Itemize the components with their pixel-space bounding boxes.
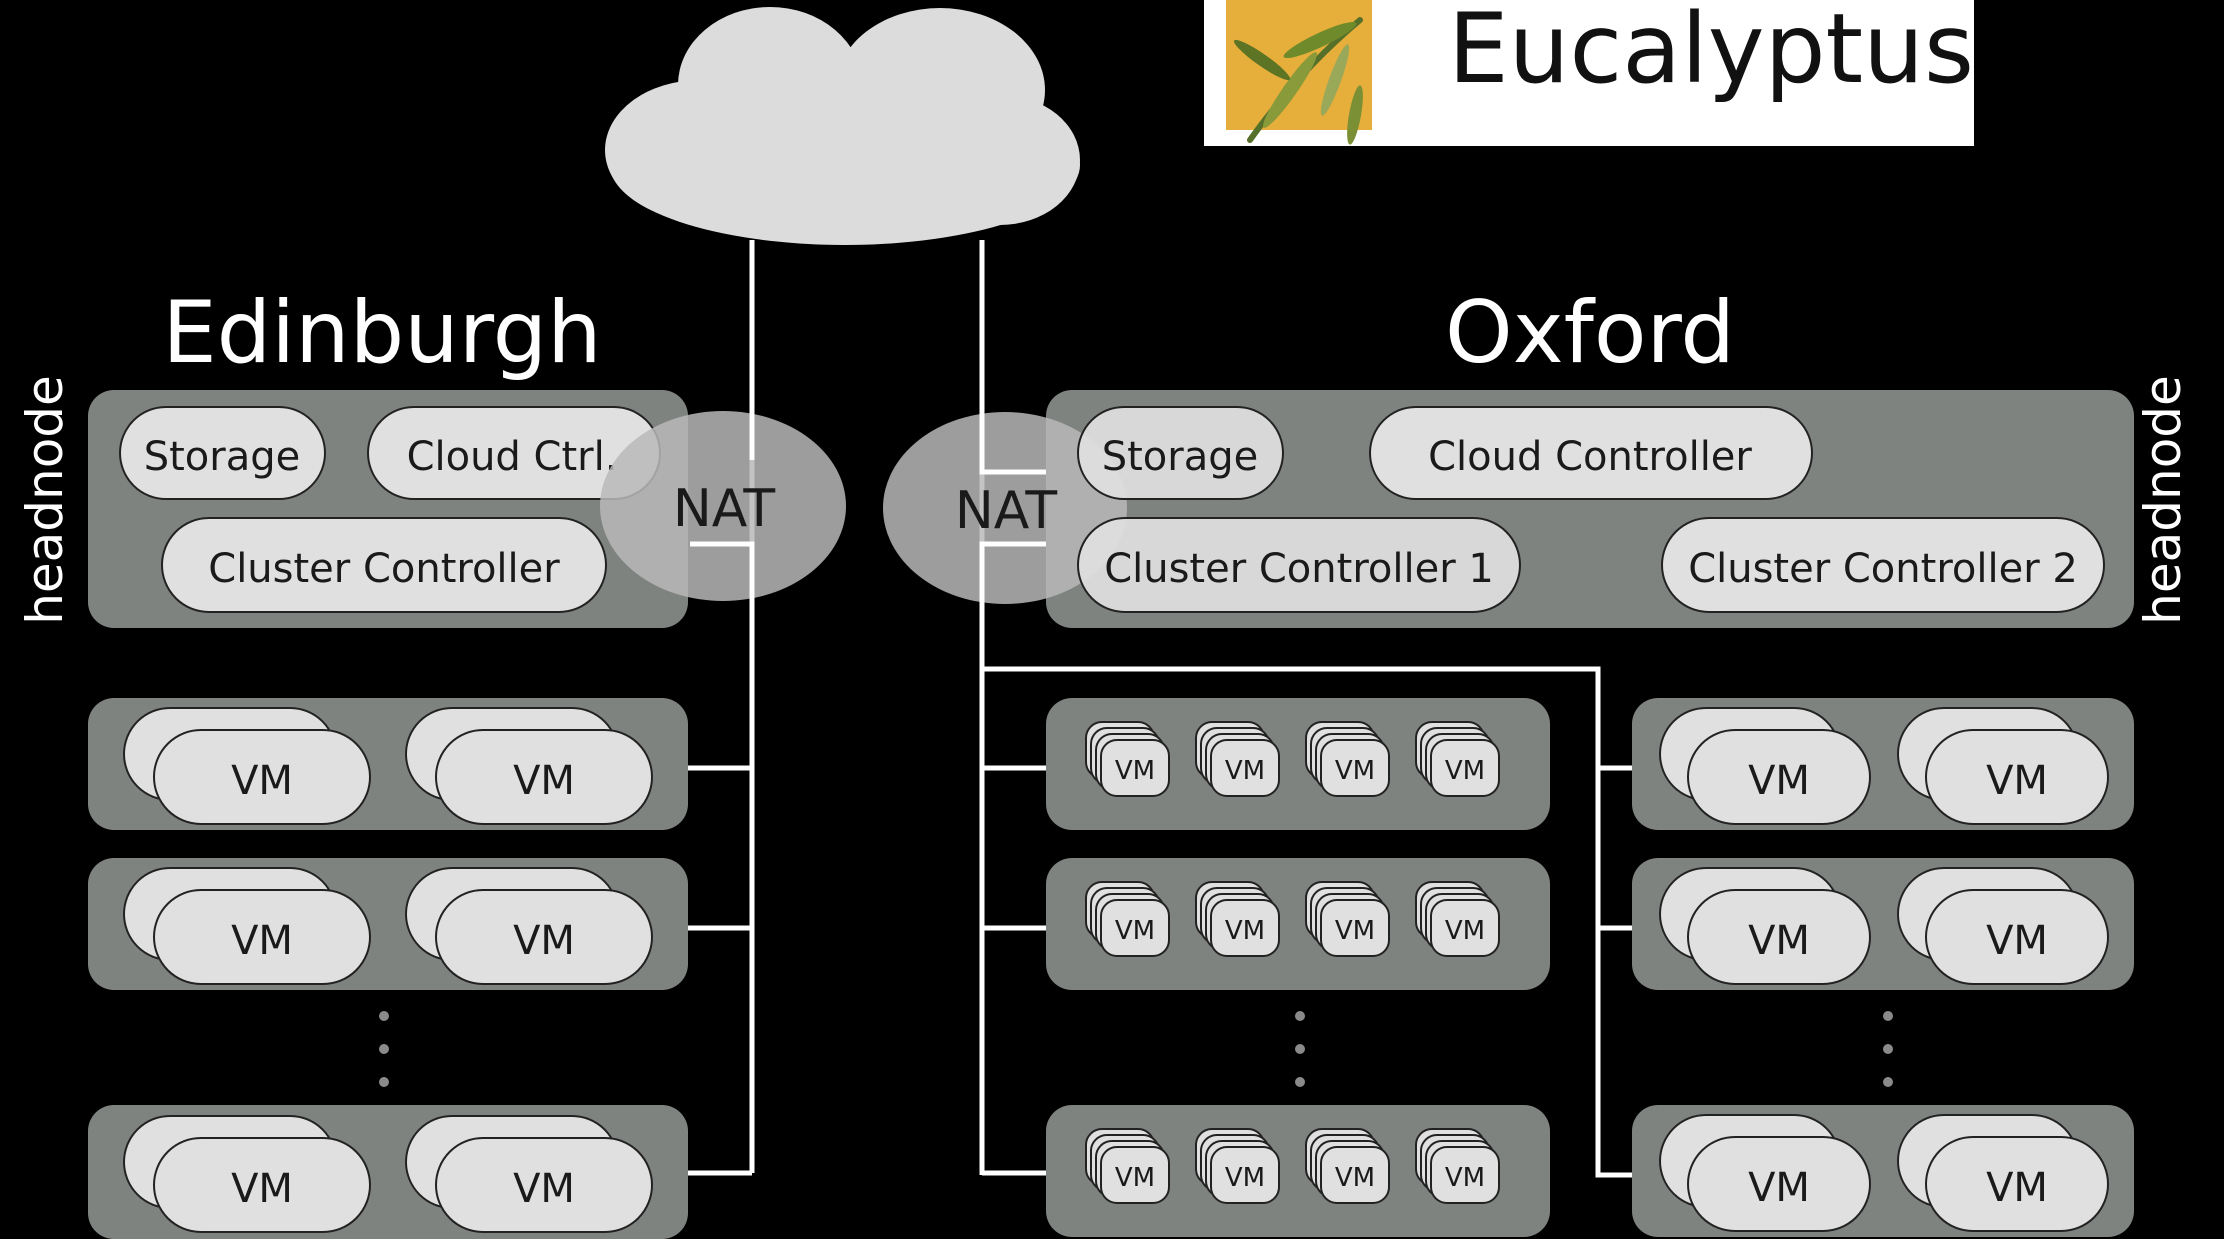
vm-stack: VM [123, 867, 371, 985]
oxford-storage: Storage [1077, 406, 1284, 500]
vm-label: VM [231, 918, 293, 964]
vm-stack: VM [1305, 721, 1390, 797]
oxford-cluster-controller-2: Cluster Controller 2 [1661, 517, 2105, 613]
oxford-nat: NAT [883, 240, 1127, 620]
oxford-title: Oxford [1445, 283, 1735, 383]
vm-label: VM [1748, 918, 1810, 964]
oxford-cluster1-vm-row: VM VM VM VM [1046, 858, 1550, 990]
vm-label: VM [1445, 756, 1485, 786]
vm-label: VM [513, 918, 575, 964]
ellipsis-dots [1883, 1011, 1893, 1087]
edinburgh-title: Edinburgh [162, 283, 601, 383]
eucalyptus-logo: Eucalyptus [1204, 0, 1974, 146]
vm-label: VM [1115, 916, 1155, 946]
vm-label: VM [1225, 916, 1265, 946]
edinburgh-cloud-ctrl-label: Cloud Ctrl. [407, 434, 618, 480]
vm-label: VM [1335, 756, 1375, 786]
vm-stack: VM [1659, 1114, 1871, 1232]
vm-stack: VM [1195, 721, 1280, 797]
vm-label: VM [1445, 1163, 1485, 1193]
edinburgh-storage: Storage [119, 406, 326, 500]
vm-stack: VM [1195, 1128, 1280, 1204]
vm-label: VM [1115, 1163, 1155, 1193]
vm-label: VM [1115, 756, 1155, 786]
ellipsis-dots [379, 1011, 389, 1087]
vm-label: VM [1225, 756, 1265, 786]
edinburgh-nat-label: NAT [673, 479, 775, 539]
oxford-headnode-label: headnode [2134, 375, 2192, 625]
oxford-cluster2-vm-row: VM VM [1632, 698, 2134, 830]
vm-label: VM [1748, 758, 1810, 804]
edinburgh-vm-row-1: VM VM [88, 698, 688, 830]
oxford-cluster2-vm-row: VM VM [1632, 858, 2134, 990]
vm-label: VM [231, 758, 293, 804]
edinburgh-vm-row-3: VM VM [88, 1105, 688, 1239]
vm-stack: VM [1415, 1128, 1500, 1204]
oxford-cluster2-vm-row: VM VM [1632, 1105, 2134, 1237]
oxford-nat-label: NAT [955, 481, 1057, 541]
eucalyptus-leaf-icon [1233, 17, 1363, 145]
logo-square [1226, 0, 1372, 130]
logo-text: Eucalyptus [1448, 0, 1974, 105]
oxford-cloud-controller: Cloud Controller [1369, 406, 1813, 500]
vm-stack: VM [1085, 881, 1170, 957]
oxford-cluster1-vm-rows: VM VM VM VM VM VM VM VM VM VM VM VM [1046, 698, 1550, 1237]
vm-stack: VM [1897, 867, 2109, 985]
vm-label: VM [1445, 916, 1485, 946]
edinburgh-vm-row-2: VM VM [88, 858, 688, 990]
vm-stack: VM [123, 707, 371, 825]
vm-label: VM [1225, 1163, 1265, 1193]
vm-label: VM [1986, 758, 2048, 804]
vm-stack: VM [1415, 721, 1500, 797]
vm-stack: VM [405, 707, 653, 825]
ellipsis-dots [1295, 1011, 1305, 1087]
vm-label: VM [1748, 1165, 1810, 1211]
vm-label: VM [1335, 916, 1375, 946]
edinburgh-cluster-controller: Cluster Controller [161, 517, 607, 613]
vm-stack: VM [405, 867, 653, 985]
vm-stack: VM [1085, 1128, 1170, 1204]
vm-label: VM [513, 1166, 575, 1212]
vm-stack: VM [1305, 1128, 1390, 1204]
vm-stack: VM [1195, 881, 1280, 957]
oxford-cluster1-vm-row: VM VM VM VM [1046, 698, 1550, 830]
edinburgh-site: Edinburgh headnode Storage Cloud Ctrl. C… [16, 240, 846, 1239]
oxford-cluster-ctrl-2-label: Cluster Controller 2 [1688, 546, 2078, 592]
oxford-cluster2-vm-rows: VM VM VM VM VM VM [1632, 698, 2134, 1237]
edinburgh-storage-label: Storage [144, 434, 301, 480]
vm-label: VM [231, 1166, 293, 1212]
vm-label: VM [1335, 1163, 1375, 1193]
vm-stack: VM [405, 1115, 653, 1233]
oxford-cluster1-vm-row: VM VM VM VM [1046, 1105, 1550, 1237]
oxford-storage-label: Storage [1102, 434, 1259, 480]
vm-stack: VM [1897, 1114, 2109, 1232]
edinburgh-nat: NAT [600, 240, 846, 610]
vm-stack: VM [1415, 881, 1500, 957]
vm-label: VM [1986, 918, 2048, 964]
vm-label: VM [513, 758, 575, 804]
edinburgh-headnode-label: headnode [16, 375, 74, 625]
vm-stack: VM [123, 1115, 371, 1233]
internet-cloud-icon [605, 7, 1080, 245]
oxford-cloud-controller-label: Cloud Controller [1428, 434, 1752, 480]
oxford-cluster-controller-1: Cluster Controller 1 [1077, 517, 1521, 613]
oxford-cluster-ctrl-1-label: Cluster Controller 1 [1104, 546, 1494, 592]
edinburgh-cluster-ctrl-label: Cluster Controller [208, 546, 560, 592]
vm-stack: VM [1659, 707, 1871, 825]
vm-stack: VM [1659, 867, 1871, 985]
vm-label: VM [1986, 1165, 2048, 1211]
vm-stack: VM [1085, 721, 1170, 797]
vm-stack: VM [1897, 707, 2109, 825]
edinburgh-cloud-ctrl: Cloud Ctrl. [367, 406, 661, 500]
vm-stack: VM [1305, 881, 1390, 957]
oxford-site: Oxford headnode NAT Storage Cloud Contro… [883, 240, 2192, 1237]
